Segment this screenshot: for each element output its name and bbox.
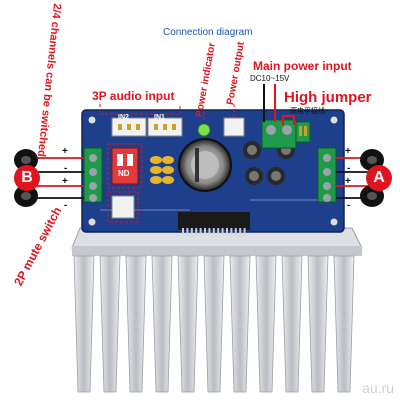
left-plus-2: + bbox=[62, 176, 68, 187]
page-title: Connection diagram bbox=[163, 27, 253, 38]
ic-pin bbox=[199, 228, 202, 234]
high-jumper-label: High jumper bbox=[284, 89, 372, 106]
heatsink-fin bbox=[99, 255, 121, 393]
heatsink-fin bbox=[151, 255, 173, 393]
heatsink-fin bbox=[177, 255, 199, 393]
heatsink-fin bbox=[125, 255, 147, 393]
ceramic-capacitors bbox=[150, 156, 174, 184]
heatsink-fin bbox=[229, 255, 251, 393]
left-speaker-terminal bbox=[83, 147, 103, 203]
ic-pin bbox=[230, 228, 233, 234]
ic-pin bbox=[186, 228, 189, 234]
speaker-b-badge: B bbox=[14, 165, 40, 191]
dc-range-label: DC10~15V bbox=[250, 74, 290, 83]
watermark: au.ru bbox=[362, 380, 394, 396]
power-output-connector bbox=[223, 117, 245, 137]
left-minus-2: - bbox=[64, 200, 68, 211]
audio-input-connectors bbox=[111, 117, 183, 137]
in1-label: IN1 bbox=[154, 114, 165, 121]
heatsink-fin bbox=[73, 255, 95, 393]
ic-pin bbox=[226, 228, 228, 234]
mute-switch-connector bbox=[111, 195, 135, 219]
right-speaker-terminal bbox=[317, 147, 337, 203]
audio-input-label: 3P audio input bbox=[92, 89, 175, 103]
ic-pin bbox=[208, 228, 211, 234]
right-minus-1: - bbox=[347, 163, 351, 174]
main-power-input-label: Main power input bbox=[253, 59, 352, 73]
ic-pin bbox=[190, 228, 193, 234]
ic-pin bbox=[212, 228, 215, 234]
right-minus-2: - bbox=[347, 200, 351, 211]
ic-pin bbox=[217, 228, 220, 234]
left-minus-1: - bbox=[64, 163, 68, 174]
heatsink-fin bbox=[255, 255, 277, 393]
in2-label: IN2 bbox=[118, 114, 129, 121]
amplifier-ic bbox=[178, 212, 250, 234]
power-indicator-led bbox=[197, 123, 211, 137]
ic-pin bbox=[239, 228, 242, 234]
electrolytic-capacitor bbox=[178, 138, 232, 192]
heatsink-fin bbox=[281, 255, 303, 393]
dip-switch bbox=[111, 147, 139, 185]
ic-pin bbox=[204, 228, 206, 234]
callout-lines bbox=[99, 104, 235, 223]
heatsink bbox=[71, 227, 363, 393]
ic-pin bbox=[195, 228, 198, 234]
ic-pin bbox=[221, 228, 224, 234]
main-power-terminal bbox=[261, 119, 311, 149]
ic-pin bbox=[234, 228, 237, 234]
left-plus-1: + bbox=[62, 146, 68, 157]
heatsink-fin bbox=[203, 255, 225, 393]
right-plus-2: + bbox=[345, 176, 351, 187]
heatsink-fin bbox=[307, 255, 329, 393]
heatsink-fin bbox=[333, 255, 355, 393]
right-plus-1: + bbox=[345, 146, 351, 157]
high-jumper-cn-label: 高电平接线 bbox=[290, 108, 325, 115]
ic-pin bbox=[182, 228, 184, 234]
ic-pin bbox=[243, 228, 246, 234]
dip-nd-label: ND bbox=[118, 169, 130, 178]
speaker-icons bbox=[14, 149, 384, 207]
speaker-icon bbox=[14, 185, 38, 207]
speaker-a-badge: A bbox=[366, 165, 392, 191]
power-wires bbox=[263, 84, 295, 125]
